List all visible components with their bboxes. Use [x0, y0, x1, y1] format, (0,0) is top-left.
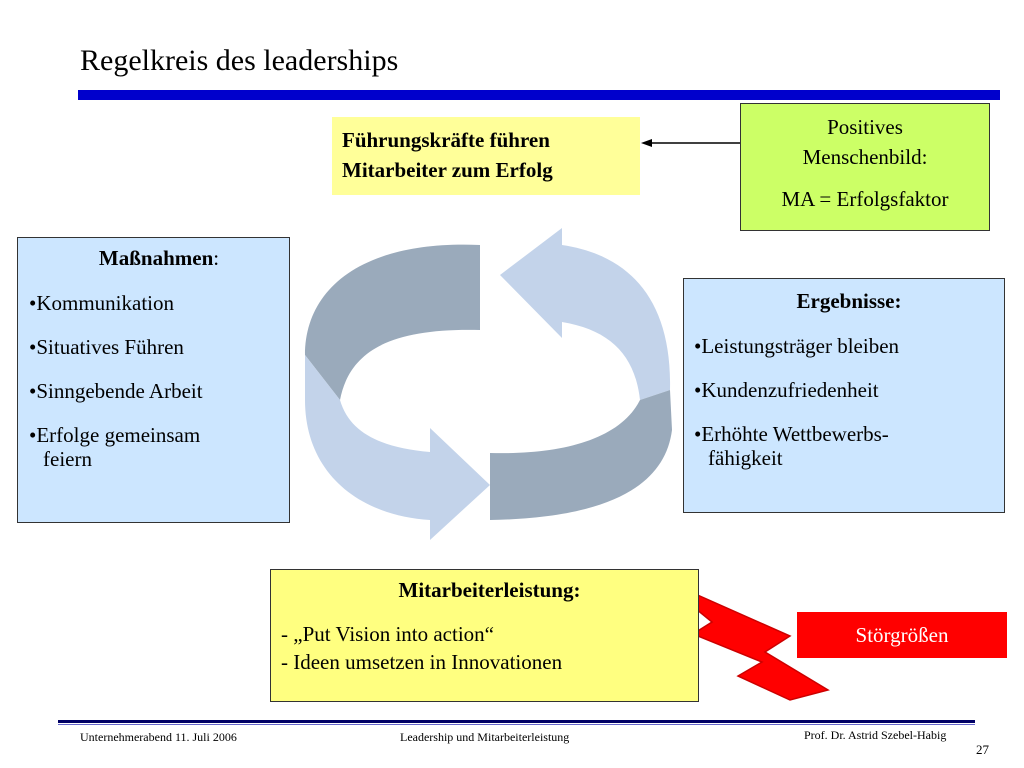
- massnahmen-item: •Situatives Führen: [29, 335, 184, 359]
- menschenbild-line-3: MA = Erfolgsfaktor: [781, 187, 949, 211]
- menschenbild-box: Positives Menschenbild: MA = Erfolgsfakt…: [740, 103, 990, 231]
- footer-event: Unternehmerabend 11. Juli 2006: [80, 730, 237, 744]
- menschenbild-line-2: Menschenbild:: [802, 145, 928, 169]
- massnahmen-heading-row: Maßnahmen:: [29, 246, 289, 271]
- goal-line-1: Führungskräfte führen: [342, 128, 550, 152]
- goal-box: Führungskräfte führen Mitarbeiter zum Er…: [332, 117, 640, 195]
- ergebnisse-item: •Leistungsträger bleiben: [694, 334, 900, 358]
- ergebnisse-item: •Kundenzufriedenheit: [694, 378, 879, 402]
- massnahmen-item: •Kommunikation: [29, 291, 175, 315]
- footer-rule-thin: [58, 724, 975, 725]
- title-underline-bar: [78, 90, 1000, 100]
- connector-arrowhead: [641, 139, 652, 147]
- cycle-band-top-left: [305, 244, 480, 400]
- ergebnisse-box: Ergebnisse: •Leistungsträger bleiben •Ku…: [683, 278, 1005, 513]
- massnahmen-box: Maßnahmen: •Kommunikation •Situatives Fü…: [17, 237, 290, 523]
- stoergroessen-box: Störgrößen: [797, 612, 1007, 658]
- slide-title: Regelkreis des leaderships: [80, 44, 399, 77]
- cycle-band-bottom-right: [490, 390, 672, 520]
- massnahmen-item: •Erfolge gemeinsam: [29, 423, 201, 447]
- leistung-box: Mitarbeiterleistung: - „Put Vision into …: [270, 569, 699, 702]
- massnahmen-item: •Sinngebende Arbeit: [29, 379, 203, 403]
- leistung-heading: Mitarbeiterleistung:: [398, 578, 581, 602]
- cycle-arrow-bottom-left: [305, 355, 490, 540]
- ergebnisse-item: •Erhöhte Wettbewerbs-: [694, 422, 889, 446]
- lightning-icon: [656, 576, 830, 701]
- menschenbild-line-1: Positives: [827, 115, 903, 139]
- page-number: 27: [976, 742, 989, 757]
- cycle-arrow-top-right: [500, 228, 671, 400]
- ergebnisse-heading: Ergebnisse:: [796, 289, 902, 313]
- ergebnisse-item-continuation: fähigkeit: [708, 446, 783, 470]
- footer-rule: [58, 720, 975, 723]
- massnahmen-heading-colon: :: [213, 246, 220, 270]
- footer-author: Prof. Dr. Astrid Szebel-Habig: [804, 728, 947, 742]
- goal-line-2: Mitarbeiter zum Erfolg: [342, 158, 553, 182]
- leistung-line-2: - Ideen umsetzen in Innovationen: [281, 650, 563, 674]
- massnahmen-item-continuation: feiern: [43, 447, 92, 471]
- footer-topic: Leadership und Mitarbeiterleistung: [400, 730, 570, 744]
- massnahmen-heading: Maßnahmen: [98, 246, 214, 270]
- leistung-line-1: - „Put Vision into action“: [281, 622, 494, 646]
